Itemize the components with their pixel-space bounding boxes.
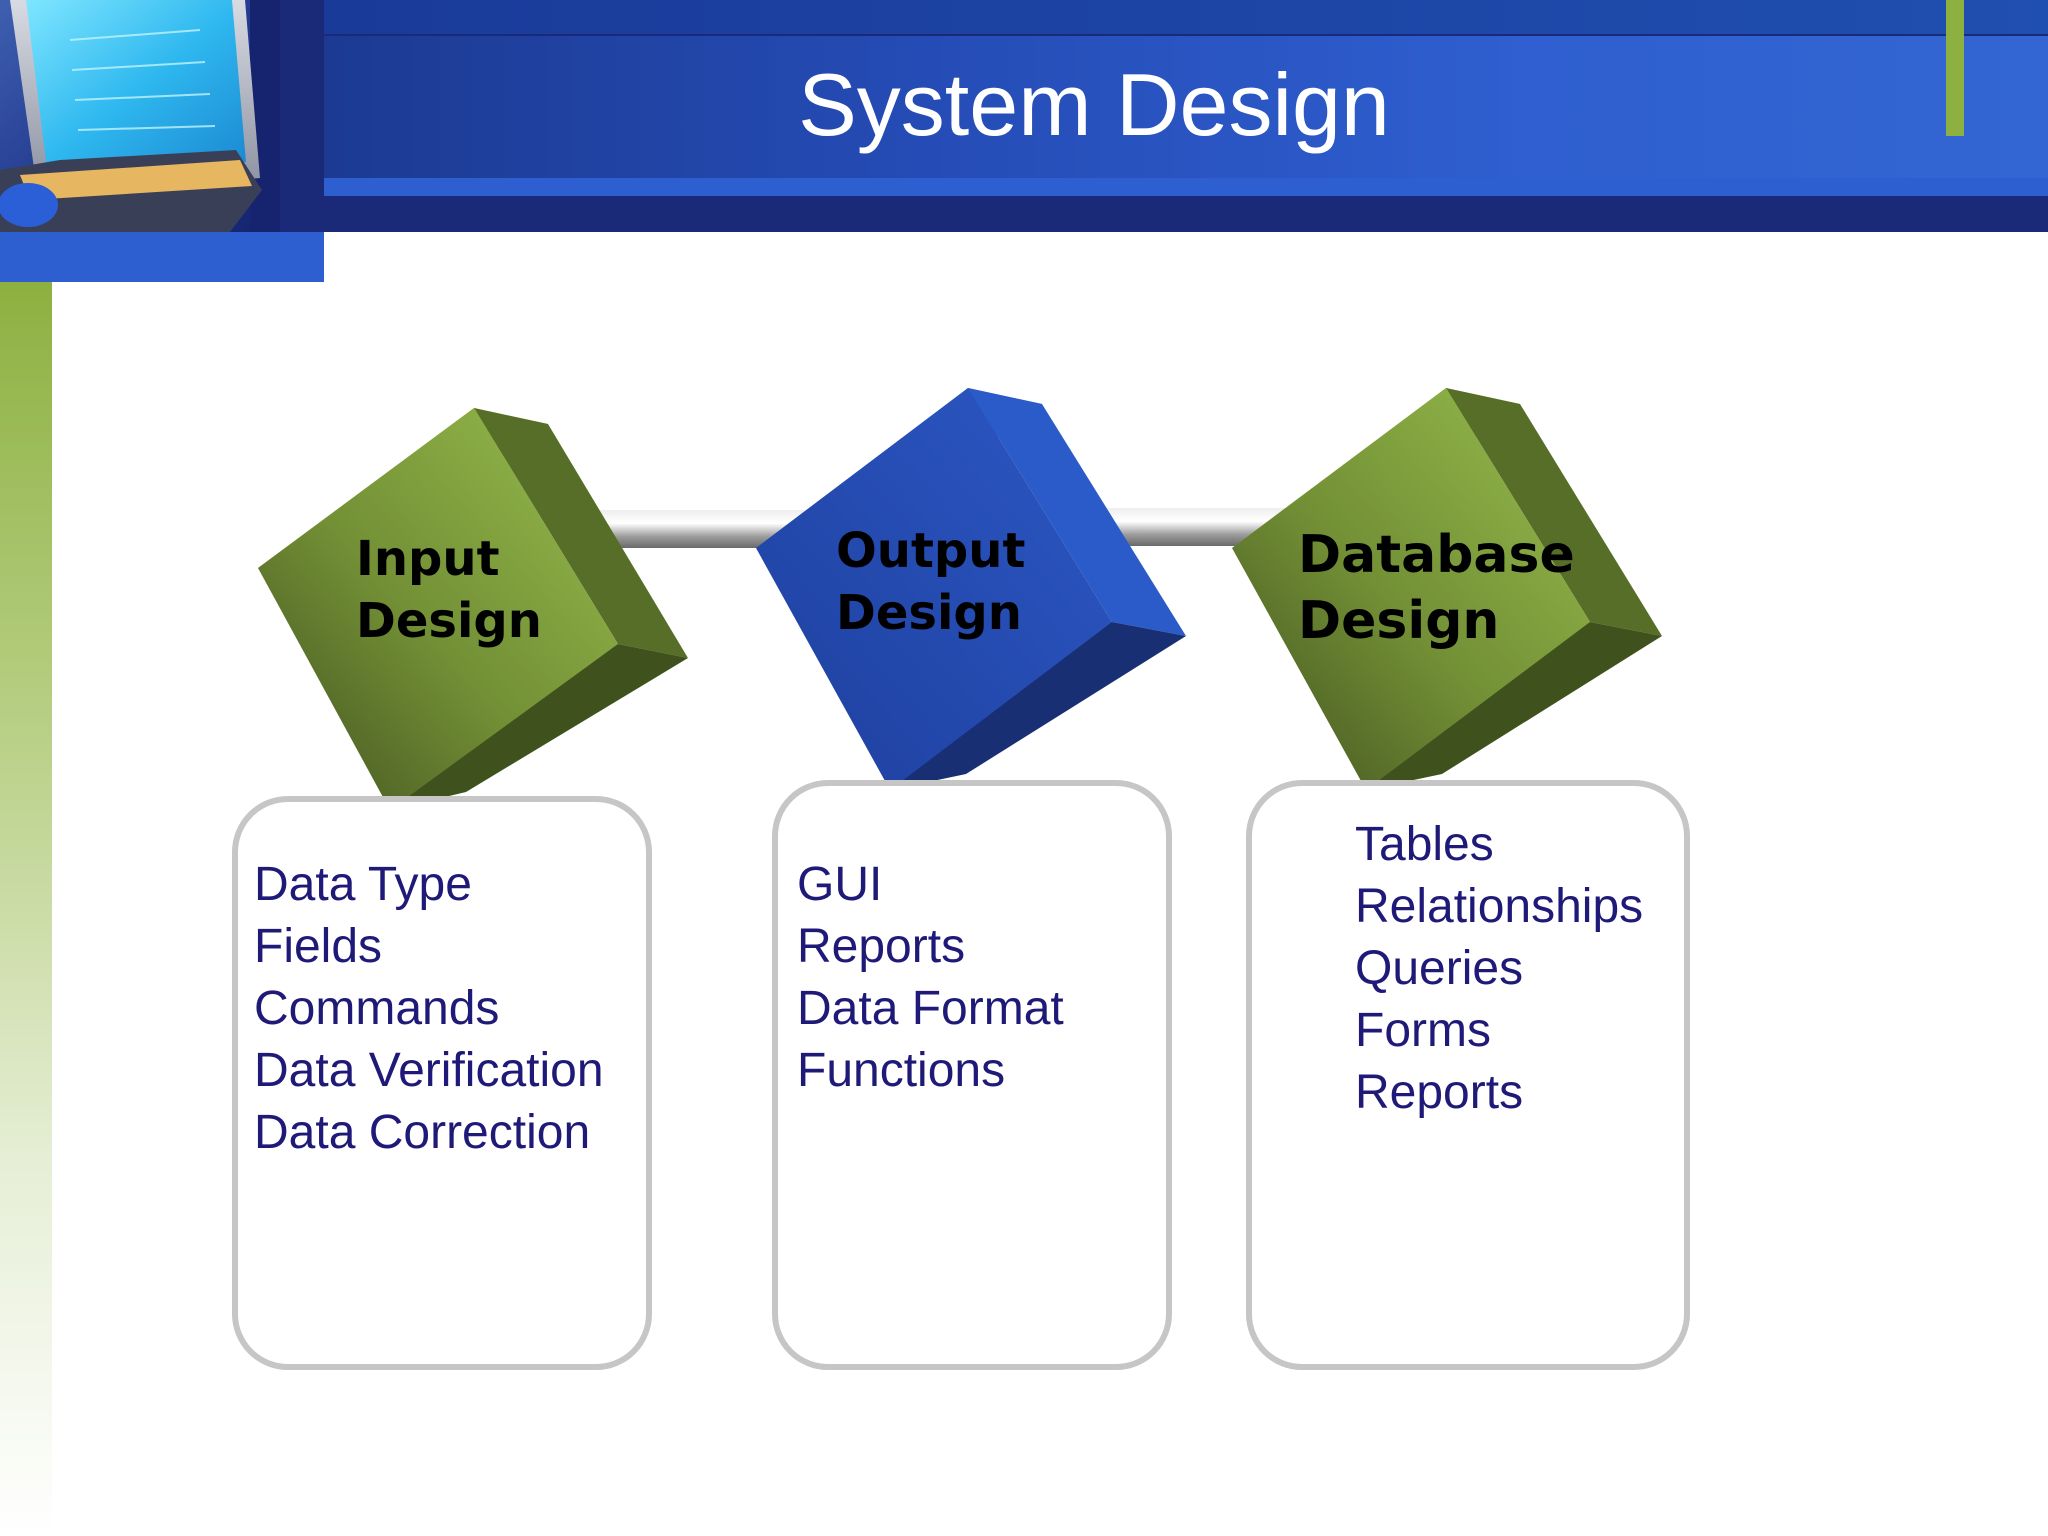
node-label-database: Database Design: [1298, 522, 1575, 654]
header-panel: [324, 36, 2048, 194]
list-item: Queries: [1355, 942, 1524, 995]
header-stripe-top: [324, 0, 2048, 34]
node-label-line: Design: [836, 585, 1022, 641]
list-item: Forms: [1355, 1004, 1491, 1057]
cube-output-design: [756, 388, 1186, 790]
list-item: Tables: [1355, 818, 1494, 871]
list-item: Reports: [797, 920, 966, 973]
output-design-list: GUI Reports Data Format Functions: [797, 854, 1064, 1102]
slide-title: System Design: [798, 55, 1390, 154]
list-item: Data Format: [797, 982, 1064, 1035]
header-stripe-bottom: [324, 178, 2048, 196]
list-item: Relationships: [1355, 880, 1644, 933]
list-item: Data Type: [254, 858, 472, 911]
list-item: GUI: [797, 858, 883, 911]
list-item: Fields: [254, 920, 383, 973]
node-label-output: Output Design: [836, 520, 1025, 644]
cube-input-design: [258, 408, 688, 810]
green-accent-bar: [1946, 0, 1964, 136]
database-design-box: [1246, 780, 1690, 1370]
node-label-line: Database: [1298, 525, 1575, 585]
database-design-list: Tables Relationships Queries Forms Repor…: [1355, 814, 1643, 1124]
green-side-bar: [0, 282, 52, 1536]
node-label-line: Output: [836, 523, 1026, 579]
cube-database-design: [1232, 388, 1662, 790]
list-item: Reports: [1355, 1066, 1524, 1119]
list-item: Functions: [797, 1044, 1006, 1097]
output-design-box: [772, 780, 1172, 1370]
node-label-line: Input: [356, 531, 500, 587]
list-item: Commands: [254, 982, 500, 1035]
input-design-box: [232, 796, 652, 1370]
node-label-line: Design: [356, 593, 542, 649]
input-design-list: Data Type Fields Commands Data Verificat…: [254, 854, 604, 1164]
list-item: Data Correction: [254, 1106, 591, 1159]
node-label-line: Design: [1298, 591, 1500, 651]
node-label-input: Input Design: [356, 528, 542, 652]
computer-monitor-image: [0, 0, 280, 232]
list-item: Data Verification: [254, 1044, 604, 1097]
header-tab: [0, 232, 324, 282]
